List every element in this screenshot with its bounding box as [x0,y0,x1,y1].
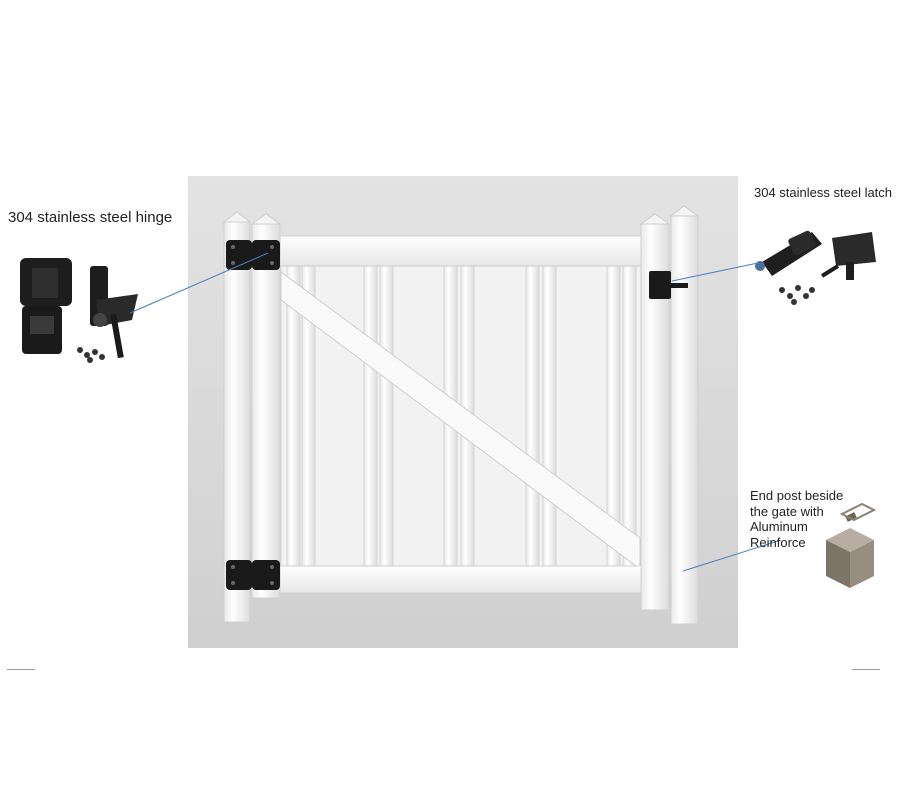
end-post-label: End post beside the gate with Aluminum R… [750,488,843,550]
end-post [669,205,700,625]
left-divider [7,669,35,670]
end-post-label-line-1: End post beside [750,488,844,503]
top-hinge-icon [226,240,280,270]
end-post-label-line-2: the gate with [750,503,824,519]
end-post-label-line-4: Reinforce [750,534,806,550]
bottom-hinge-icon [226,560,280,590]
aluminum-reinforce-icon [826,502,877,588]
hinge-label: 304 stainless steel hinge [8,209,173,226]
left-fence-post [222,211,252,623]
gate-hinge-stile [250,213,282,599]
gate-bottom-rail [278,565,644,594]
hinge-detail-icon [20,258,138,363]
gate-top-rail [278,235,644,267]
gate-latch-icon [649,271,688,299]
latch-label: 304 stainless steel latch [754,185,893,200]
right-divider [852,669,880,670]
end-post-label-line-3: Aluminum [750,519,808,534]
pointer-lines [129,252,779,572]
latch-detail-icon [755,230,876,305]
